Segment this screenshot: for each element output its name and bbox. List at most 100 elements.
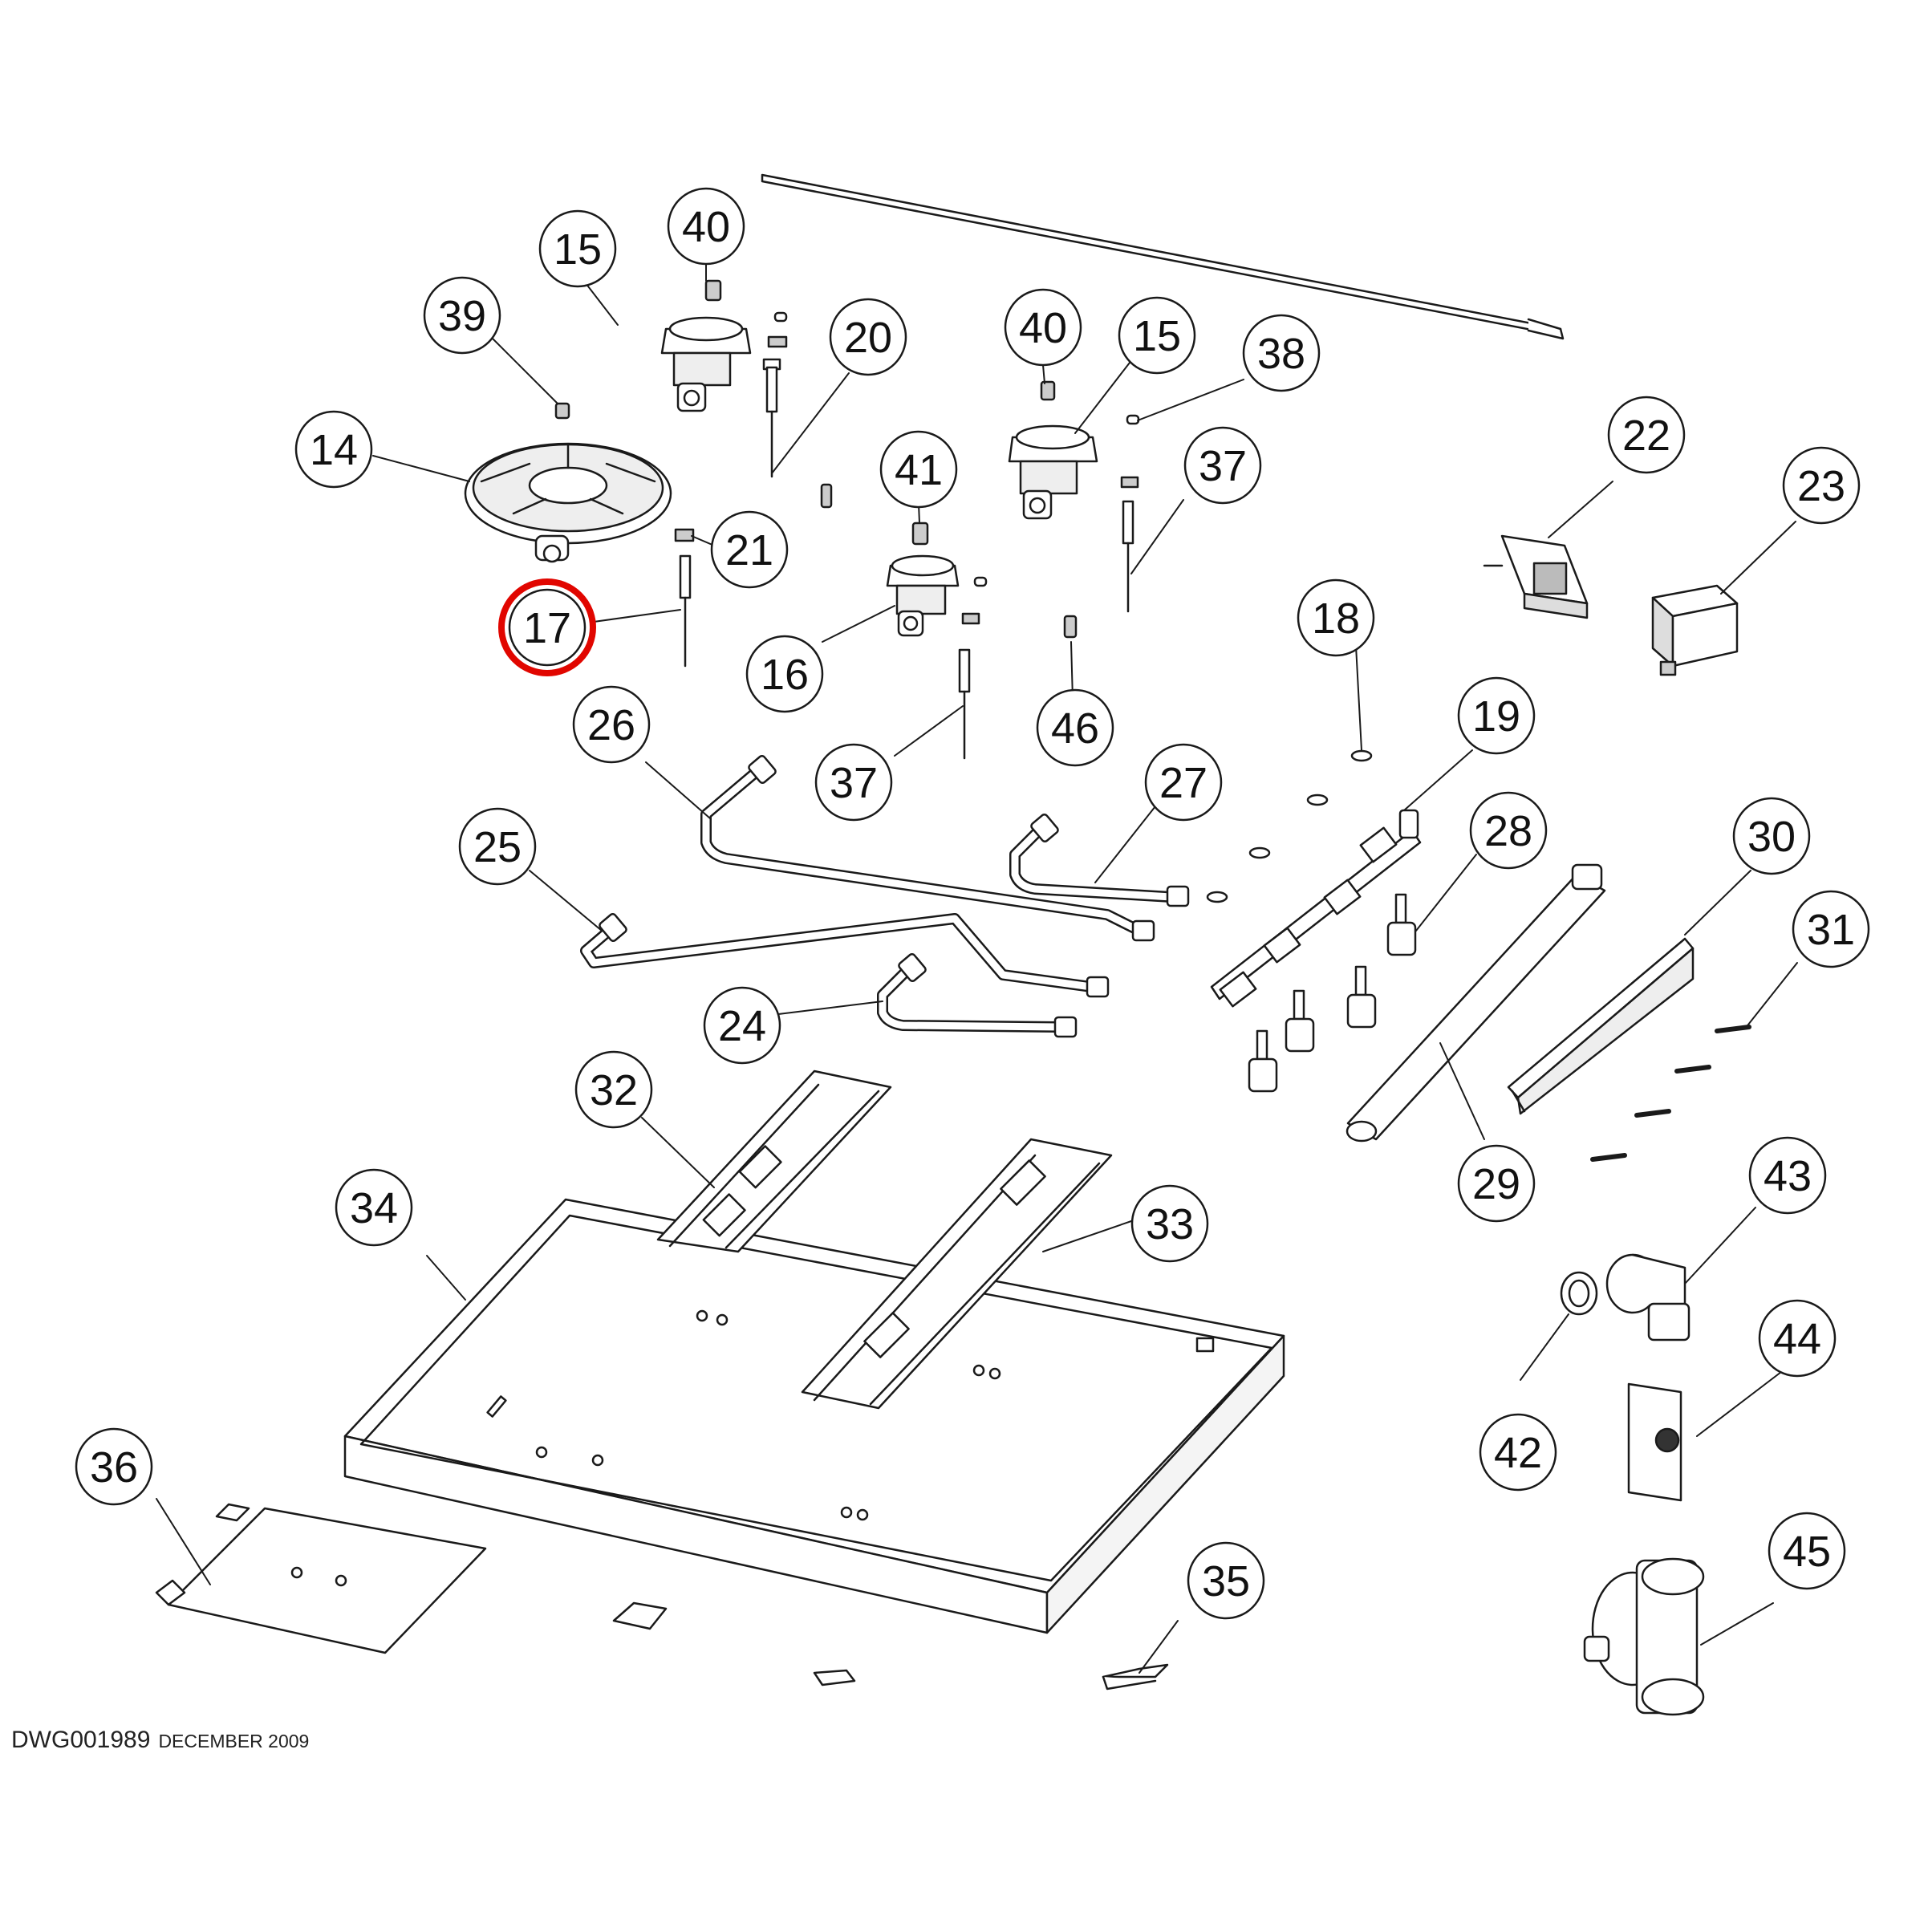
callout-39: 39 [423, 276, 501, 355]
callout-label: 29 [1472, 1160, 1520, 1208]
callout-label: 41 [895, 446, 943, 494]
callout-label: 36 [90, 1443, 138, 1492]
nozzle-part-46 [1063, 615, 1078, 639]
callout-40b: 40 [1004, 288, 1082, 367]
callout-label: 43 [1764, 1152, 1812, 1200]
switch-part-22 [1483, 534, 1589, 619]
callout-label: 40 [1019, 304, 1067, 352]
callout-label: 45 [1783, 1528, 1831, 1576]
leader-lines [156, 260, 1798, 1674]
nozzle-part-40b [1040, 380, 1056, 401]
callout-label: 20 [844, 314, 892, 362]
callout-26: 26 [572, 685, 651, 764]
callout-label: 15 [554, 225, 602, 274]
rod-part-29 [1346, 863, 1606, 1143]
callout-37a: 37 [1183, 426, 1262, 505]
burner-part-15b [1008, 424, 1098, 520]
callout-30: 30 [1732, 797, 1811, 875]
callout-24: 24 [703, 986, 781, 1065]
callout-15a: 15 [538, 209, 617, 288]
callout-45: 45 [1768, 1512, 1846, 1590]
callout-16: 16 [745, 635, 824, 713]
screws-part-31 [1590, 1025, 1751, 1162]
callout-38: 38 [1242, 314, 1321, 392]
callout-46: 46 [1036, 688, 1114, 767]
callout-label: 39 [438, 292, 486, 340]
callout-label: 37 [830, 759, 878, 807]
callout-43: 43 [1748, 1136, 1827, 1215]
rail-part-32 [656, 1070, 892, 1253]
callout-27: 27 [1144, 743, 1223, 822]
callout-label: 44 [1773, 1315, 1821, 1363]
callout-31: 31 [1792, 890, 1870, 968]
callout-label: 33 [1146, 1200, 1194, 1248]
elbow-part-43 [1605, 1253, 1690, 1341]
callout-label: 37 [1199, 442, 1247, 490]
callout-44: 44 [1758, 1299, 1837, 1378]
callout-label: 42 [1494, 1429, 1542, 1477]
callout-label: 22 [1622, 412, 1670, 460]
gas-pipe-part-25 [580, 913, 1097, 992]
callout-18: 18 [1297, 578, 1375, 657]
washers-part-18 [1206, 749, 1373, 903]
igniter-part-23 [1651, 584, 1739, 676]
callout-21: 21 [710, 510, 789, 589]
callout-label: 31 [1807, 906, 1855, 954]
callout-22: 22 [1607, 396, 1686, 474]
drawing-footer: DWG001989 DECEMBER 2009 [11, 1727, 309, 1754]
coupling-part-44 [1627, 1382, 1682, 1502]
callout-label: 35 [1202, 1557, 1250, 1605]
callout-37b: 37 [814, 743, 893, 822]
electrode-part-17 [679, 554, 692, 668]
electrode-part-37b [958, 648, 971, 760]
callout-40a: 40 [667, 187, 745, 266]
callout-label: 34 [350, 1184, 398, 1232]
electrode-part-20 [765, 366, 778, 478]
callout-23: 23 [1782, 446, 1861, 525]
gas-pipe-part-27 [1009, 821, 1177, 903]
callout-label: 24 [718, 1002, 766, 1050]
highlight-ring [498, 578, 596, 676]
callout-label: 14 [310, 426, 358, 474]
rail-part-33 [801, 1138, 1113, 1410]
valves-part-28 [1248, 893, 1417, 1093]
washer-part-38 [1126, 414, 1140, 425]
washer-part-42 [1560, 1271, 1598, 1316]
callout-label: 17 [523, 604, 571, 652]
callout-label: 28 [1484, 807, 1532, 855]
callout-36: 36 [75, 1427, 153, 1506]
callout-label: 40 [682, 203, 730, 251]
callout-label: 38 [1257, 330, 1305, 378]
regulator-part-45 [1583, 1557, 1705, 1716]
callout-label: 18 [1312, 595, 1360, 643]
callout-25: 25 [458, 807, 537, 886]
gas-pipe-part-24 [877, 961, 1065, 1033]
callout-34: 34 [335, 1168, 413, 1247]
burner-part-16 [886, 554, 988, 637]
callout-29: 29 [1457, 1144, 1536, 1223]
top-rod-part [761, 173, 1565, 340]
callout-15b: 15 [1118, 296, 1196, 375]
callout-32: 32 [574, 1050, 653, 1129]
bracket-part-30 [1507, 937, 1695, 1115]
drawing-date: DECEMBER 2009 [158, 1731, 310, 1751]
drawing-number: DWG001989 [11, 1727, 151, 1753]
callout-label: 19 [1472, 692, 1520, 741]
callout-41: 41 [879, 430, 958, 509]
callout-28: 28 [1469, 791, 1548, 870]
callout-label: 16 [761, 651, 809, 699]
callout-label: 23 [1797, 462, 1845, 510]
bracket-parts-small [612, 1601, 856, 1686]
gas-pipe-part-26 [700, 765, 1145, 936]
callout-14: 14 [294, 410, 373, 489]
callout-label: 30 [1747, 813, 1796, 861]
plate-part-36 [155, 1503, 487, 1654]
callouts: 15 40 39 14 20 40 15 38 41 37 22 23 21 1… [75, 187, 1870, 1620]
burner-part-15a [660, 316, 752, 412]
callout-label: 21 [725, 526, 773, 574]
burner-base-part-14 [464, 442, 672, 563]
callout-35: 35 [1187, 1541, 1265, 1620]
clip-part-21 [674, 528, 695, 542]
callout-label: 27 [1159, 759, 1208, 807]
